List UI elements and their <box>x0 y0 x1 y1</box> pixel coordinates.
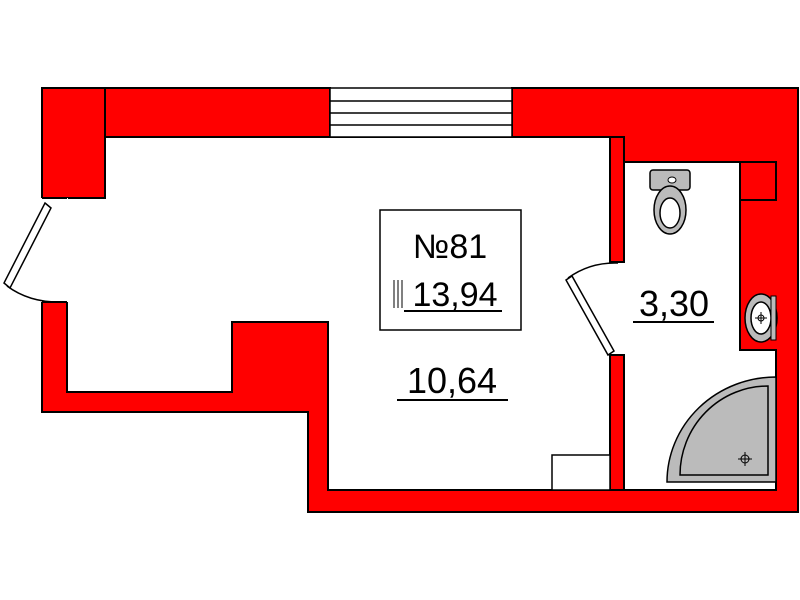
bathroom-area: 3,30 <box>633 283 714 324</box>
apartment-total-area: 13,94 <box>412 276 497 314</box>
main-room-area: 10,64 <box>397 360 508 401</box>
wall-notch-right <box>739 161 777 201</box>
svg-text:10,64: 10,64 <box>407 360 497 401</box>
door-icon <box>3 197 68 303</box>
shower-tray-icon <box>666 376 777 483</box>
wall-block-top-left <box>41 87 106 199</box>
bathroom-partition-wall <box>609 136 625 491</box>
svg-text:3,30: 3,30 <box>639 283 709 324</box>
apartment-number: №81 <box>413 228 487 266</box>
partition-notch <box>551 454 611 491</box>
toilet-icon <box>649 169 691 235</box>
sink-icon <box>744 293 778 343</box>
window-icon <box>329 87 513 138</box>
apartment-label: №81 13,94 <box>379 209 522 331</box>
hatch-icon <box>393 280 403 308</box>
bathroom-door-icon <box>565 262 619 357</box>
